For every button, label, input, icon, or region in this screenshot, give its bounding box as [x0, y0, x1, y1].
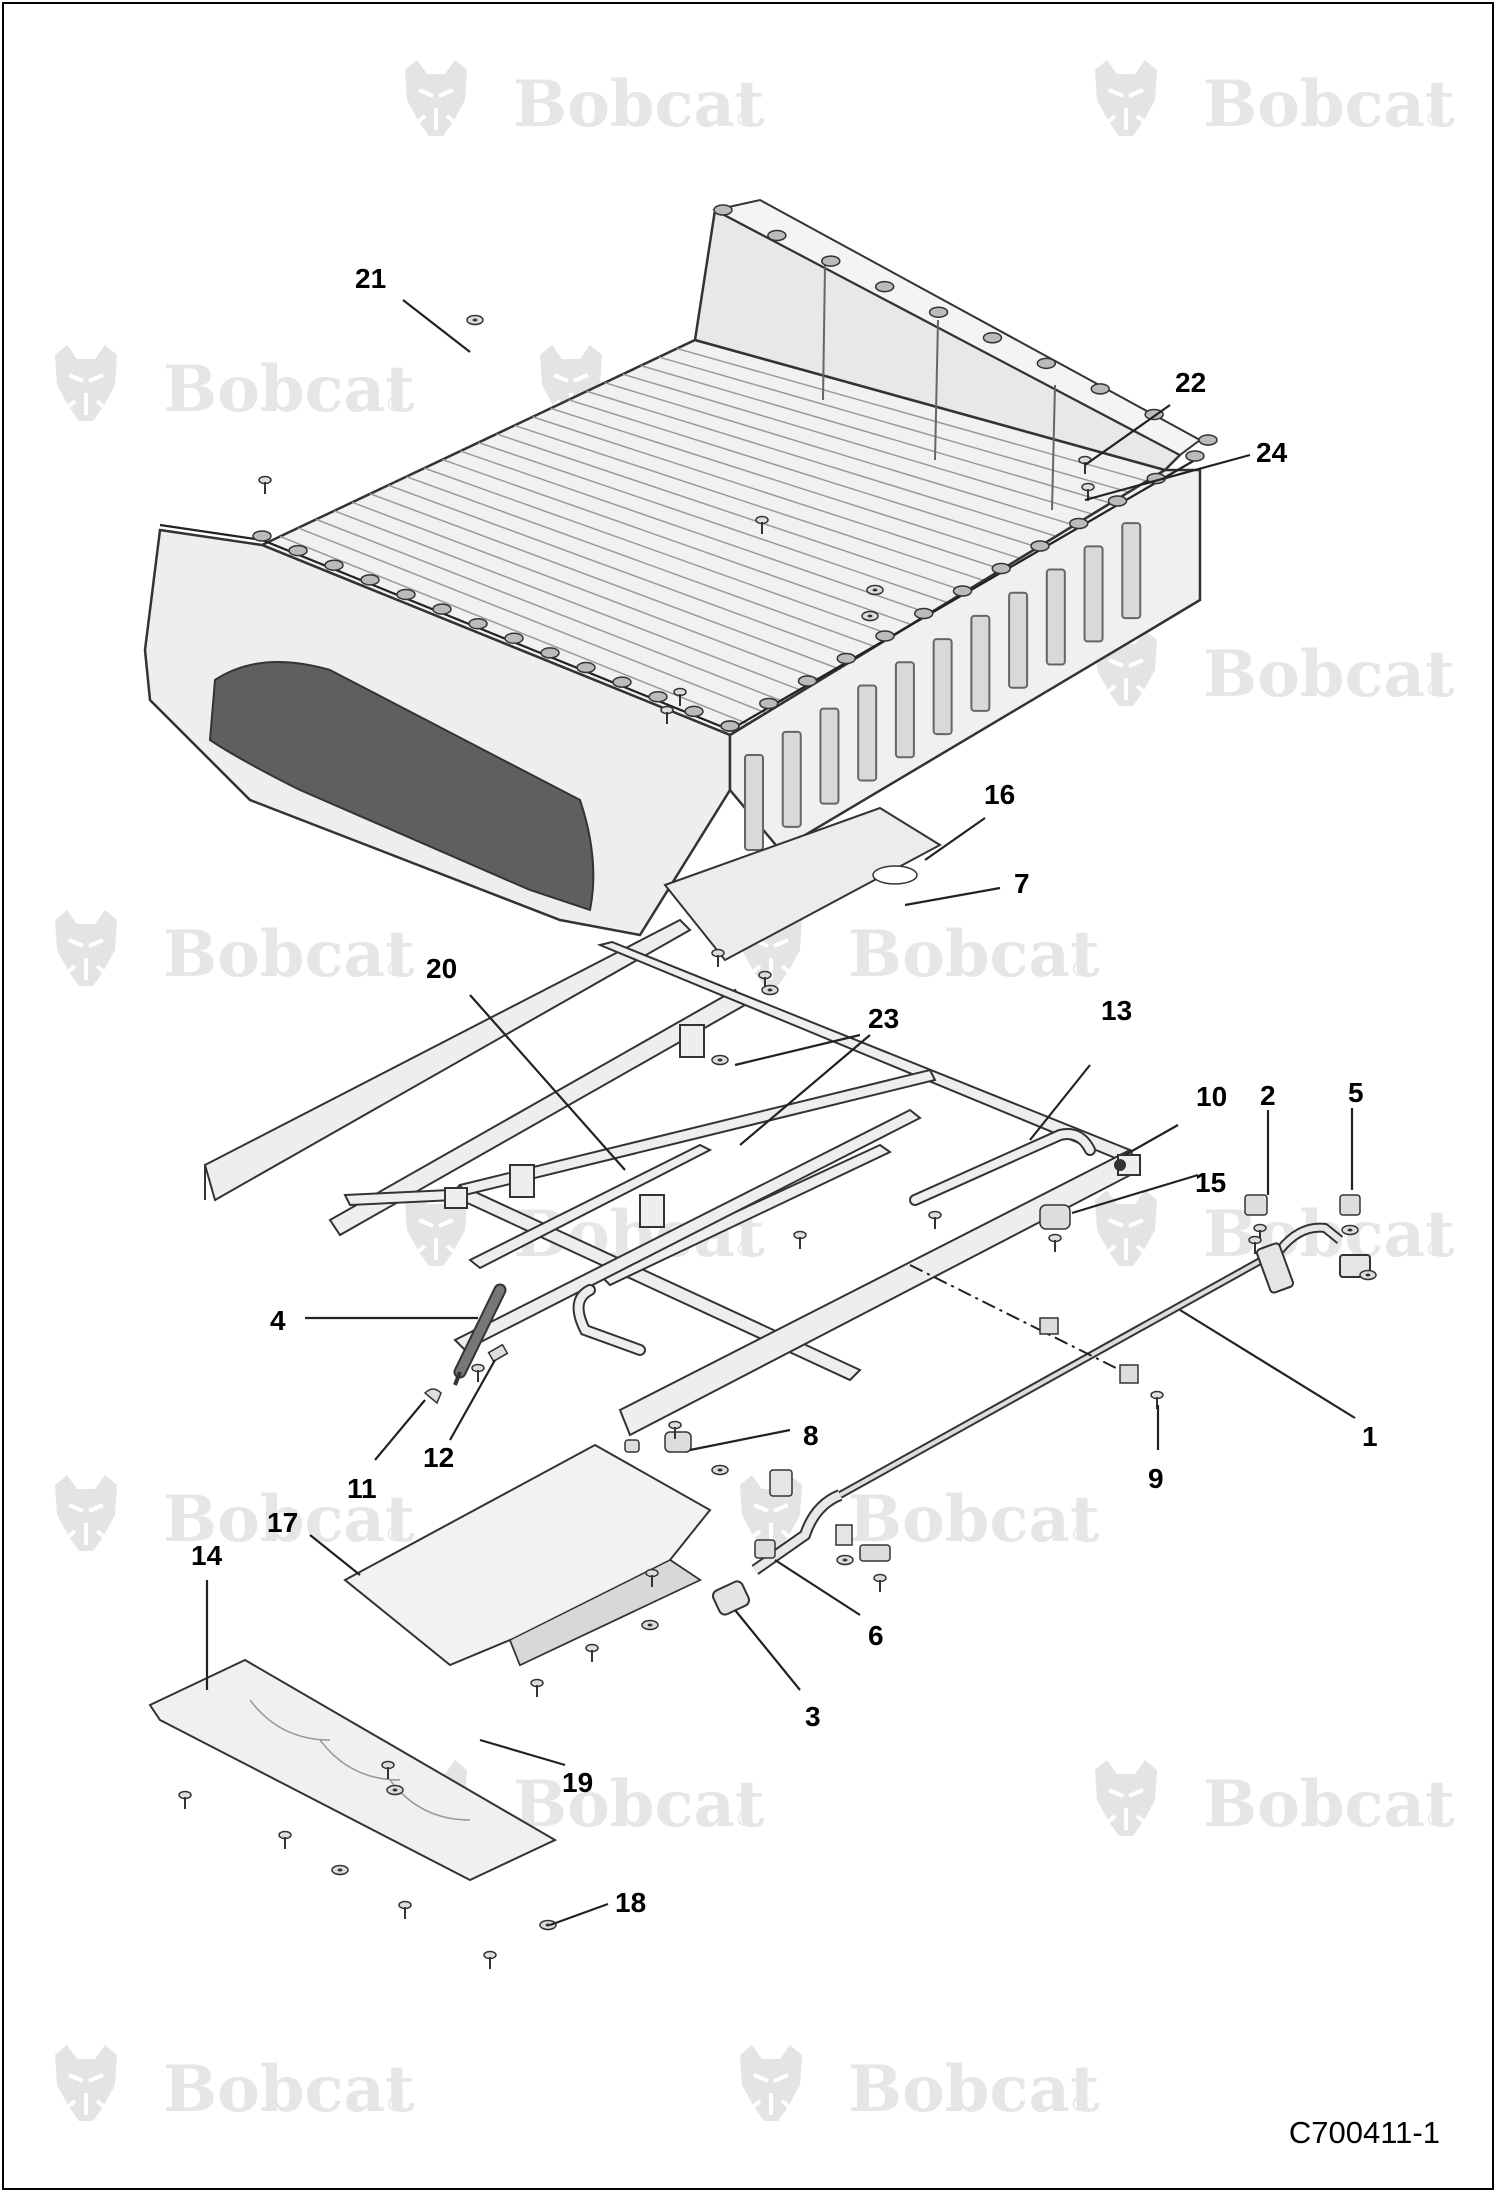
- watermark-registered-mark: ®: [735, 1237, 755, 1261]
- watermark-registered-mark: ®: [1070, 2092, 1090, 2116]
- watermark-5: Bobcat®: [1093, 628, 1455, 712]
- fastener: [1359, 1269, 1377, 1281]
- fastener: [1048, 1233, 1062, 1253]
- fastener: [873, 1573, 887, 1593]
- gas-strut: [453, 1283, 507, 1386]
- fastener: [398, 1900, 412, 1920]
- fastener: [866, 584, 884, 596]
- watermark-text: Bobcat: [163, 352, 415, 427]
- watermark-text: Bobcat: [513, 67, 765, 142]
- fastener: [711, 1054, 729, 1066]
- watermark-1: Bobcat®: [403, 58, 765, 142]
- watermark-text: Bobcat: [1203, 1767, 1455, 1842]
- watermark-registered-mark: ®: [385, 957, 405, 981]
- watermark-registered-mark: ®: [1070, 957, 1090, 981]
- callout-3: 3: [805, 1701, 821, 1732]
- fastener: [278, 1830, 292, 1850]
- callout-labels: 1 2 3 4 5 6 7 8 9 10 11 12 13 14 15 16 1…: [191, 263, 1378, 1918]
- callout-4: 4: [270, 1305, 286, 1336]
- watermark-15: Bobcat®: [738, 2043, 1100, 2127]
- cargo-box: [143, 198, 1218, 937]
- plate-14: [148, 1658, 558, 1882]
- callout-6: 6: [868, 1620, 884, 1651]
- fastener: [483, 1950, 497, 1970]
- watermark-registered-mark: ®: [735, 1807, 755, 1831]
- callout-15: 15: [1195, 1167, 1226, 1198]
- fastener: [178, 1790, 192, 1810]
- callout-13: 13: [1101, 995, 1132, 1026]
- subframe: [203, 918, 1142, 1437]
- callout-24: 24: [1256, 437, 1288, 468]
- fastener: [386, 1784, 404, 1796]
- watermark-10: Bobcat®: [53, 1473, 415, 1557]
- fastener: [761, 984, 779, 996]
- watermark-text: Bobcat: [163, 1482, 415, 1557]
- fastener: [258, 475, 272, 495]
- callout-20: 20: [426, 953, 457, 984]
- fastener: [836, 1554, 854, 1566]
- watermark-text: Bobcat: [1203, 67, 1455, 142]
- watermark-13: Bobcat®: [1093, 1758, 1455, 1842]
- watermark-text: Bobcat: [513, 1767, 765, 1842]
- watermark-2: Bobcat®: [1093, 58, 1455, 142]
- watermark-text: Bobcat: [848, 2052, 1100, 2127]
- callout-9: 9: [1148, 1463, 1164, 1494]
- fastener: [1341, 1224, 1359, 1236]
- callout-18: 18: [615, 1887, 646, 1918]
- watermark-registered-mark: ®: [735, 107, 755, 131]
- fastener: [466, 314, 484, 326]
- fastener: [331, 1864, 349, 1876]
- leader-lines: [205, 299, 1356, 1927]
- callout-19: 19: [562, 1767, 593, 1798]
- watermark-7: Bobcat®: [738, 908, 1100, 992]
- callout-5: 5: [1348, 1077, 1364, 1108]
- watermark-text: Bobcat: [848, 1482, 1100, 1557]
- callout-2: 2: [1260, 1080, 1276, 1111]
- figure-id: C700411-1: [1289, 2115, 1440, 2150]
- watermark-registered-mark: ®: [1425, 1237, 1445, 1261]
- fastener: [928, 1210, 942, 1230]
- fastener: [530, 1678, 544, 1698]
- callout-12: 12: [423, 1442, 454, 1473]
- watermark-registered-mark: ®: [385, 1522, 405, 1546]
- watermark-registered-mark: ®: [1425, 677, 1445, 701]
- linkage-rod: [751, 1222, 1371, 1575]
- watermark-text: Bobcat: [163, 917, 415, 992]
- callout-11: 11: [347, 1473, 377, 1504]
- watermark-text: Bobcat: [163, 2052, 415, 2127]
- fastener: [711, 1464, 729, 1476]
- fastener: [861, 610, 879, 622]
- callout-7: 7: [1014, 868, 1030, 899]
- callout-10: 10: [1196, 1081, 1227, 1112]
- fastener: [471, 1363, 485, 1383]
- plate-16: [663, 806, 943, 962]
- fastener: [711, 948, 725, 968]
- watermark-text: Bobcat: [848, 917, 1100, 992]
- callout-23: 23: [868, 1003, 899, 1034]
- fastener: [641, 1619, 659, 1631]
- watermark-registered-mark: ®: [385, 2092, 405, 2116]
- watermark-registered-mark: ®: [1070, 1522, 1090, 1546]
- fastener: [539, 1919, 557, 1931]
- watermark-3: Bobcat®: [53, 343, 415, 427]
- callout-8: 8: [803, 1420, 819, 1451]
- callout-21: 21: [355, 263, 386, 294]
- callout-1: 1: [1362, 1421, 1378, 1452]
- watermark-6: Bobcat®: [53, 908, 415, 992]
- fastener: [793, 1230, 807, 1250]
- callout-22: 22: [1175, 367, 1206, 398]
- watermark-11: Bobcat®: [738, 1473, 1100, 1557]
- callout-16: 16: [984, 779, 1015, 810]
- watermark-registered-mark: ®: [1425, 107, 1445, 131]
- watermark-14: Bobcat®: [53, 2043, 415, 2127]
- callout-14: 14: [191, 1540, 223, 1571]
- callout-17: 17: [267, 1507, 298, 1538]
- watermark-registered-mark: ®: [385, 392, 405, 416]
- watermark-text: Bobcat: [1203, 637, 1455, 712]
- fastener: [585, 1643, 599, 1663]
- watermark-registered-mark: ®: [1425, 1807, 1445, 1831]
- watermark-12: Bobcat®: [403, 1758, 765, 1842]
